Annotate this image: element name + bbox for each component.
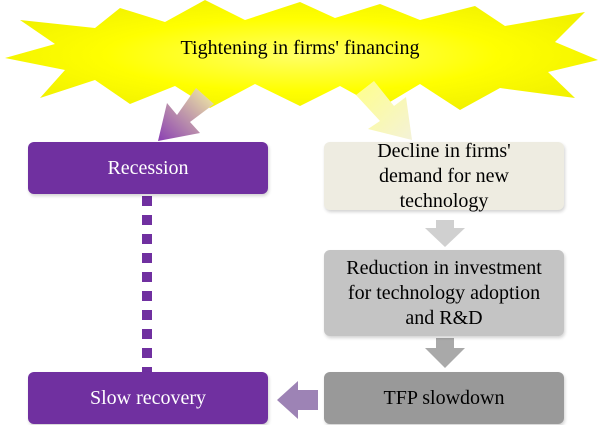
recession-box: Recession	[28, 142, 268, 194]
tfp-slowdown-label: TFP slowdown	[383, 386, 505, 409]
investment-reduction-label: Reduction in investment for technology a…	[346, 256, 542, 329]
arrow-burst-to-demand	[356, 81, 412, 140]
recession-label: Recession	[107, 156, 189, 179]
burst-shape	[5, 0, 598, 110]
slow-recovery-box: Slow recovery	[28, 372, 268, 424]
tfp-slowdown-box: TFP slowdown	[324, 372, 564, 424]
demand-decline-box: Decline in firms' demand for new technol…	[324, 140, 564, 212]
investment-reduction-box: Reduction in investment for technology a…	[324, 250, 564, 336]
arrow-demand-to-investment	[425, 220, 465, 247]
trigger-label: Tightening in firms' financing	[180, 36, 420, 59]
arrow-tfp-to-recovery	[277, 381, 318, 419]
slow-recovery-label: Slow recovery	[89, 386, 207, 409]
arrow-burst-to-recession	[158, 88, 214, 141]
demand-decline-label: Decline in firms' demand for new technol…	[377, 139, 511, 212]
arrow-investment-to-tfp	[425, 338, 465, 368]
